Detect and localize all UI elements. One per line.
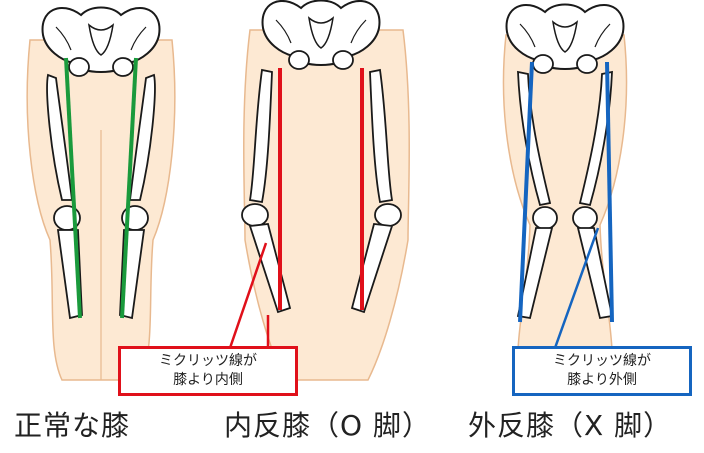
mikulicz-line-left bbox=[518, 61, 534, 323]
callout-valgus: ミクリッツ線が 膝より外側 bbox=[512, 346, 692, 396]
panel-valgus-knee bbox=[502, 3, 628, 381]
caption-normal-knee: 正常な膝 bbox=[14, 409, 131, 442]
mikulicz-line-right bbox=[120, 57, 138, 319]
callout-varus: ミクリッツ線が 膝より内側 bbox=[118, 346, 298, 396]
callout-varus-line1: ミクリッツ線が bbox=[159, 353, 257, 369]
mikulicz-line-right bbox=[605, 61, 614, 323]
callout-valgus-line2: 膝より外側 bbox=[567, 372, 637, 388]
panel-varus-knee bbox=[228, 0, 410, 381]
mikulicz-line-left bbox=[64, 57, 82, 319]
panel-normal-knee bbox=[26, 6, 176, 381]
callout-varus-line2: 膝より内側 bbox=[173, 372, 243, 388]
caption-valgus-knee: 外反膝（X 脚） bbox=[468, 409, 673, 442]
callout-valgus-line1: ミクリッツ線が bbox=[553, 353, 651, 369]
caption-varus-knee: 内反膝（O 脚） bbox=[224, 409, 431, 442]
